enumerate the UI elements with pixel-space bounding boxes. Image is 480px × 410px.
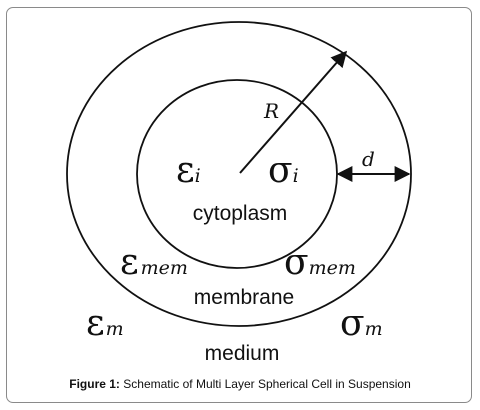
subscript-i: i bbox=[293, 165, 299, 187]
medium-permittivity-symbol: εm bbox=[86, 303, 124, 344]
membrane-conductivity-symbol: σmem bbox=[284, 242, 356, 283]
figure-frame bbox=[6, 7, 472, 403]
outer-membrane-circle bbox=[66, 21, 412, 327]
figure-caption: Figure 1: Schematic of Multi Layer Spher… bbox=[0, 377, 480, 391]
subscript-m: m bbox=[106, 318, 124, 340]
caption-text: Schematic of Multi Layer Spherical Cell … bbox=[123, 377, 411, 391]
subscript-mem: mem bbox=[141, 257, 188, 279]
subscript-m: m bbox=[365, 318, 383, 340]
subscript-i: i bbox=[195, 165, 201, 187]
medium-label: medium bbox=[205, 342, 280, 365]
subscript-mem: mem bbox=[309, 257, 356, 279]
radius-arrow bbox=[239, 50, 348, 174]
medium-conductivity-symbol: σm bbox=[340, 303, 383, 344]
epsilon-glyph: ε bbox=[120, 242, 139, 283]
radius-label: R bbox=[263, 99, 279, 123]
sigma-glyph: σ bbox=[284, 242, 309, 283]
cytoplasm-conductivity-symbol: σi bbox=[268, 150, 299, 191]
sigma-glyph: σ bbox=[268, 150, 293, 191]
cytoplasm-permittivity-symbol: εi bbox=[176, 150, 201, 191]
thickness-label: d bbox=[362, 147, 375, 171]
cytoplasm-label: cytoplasm bbox=[193, 202, 288, 225]
inner-cytoplasm-circle bbox=[136, 79, 338, 269]
sigma-glyph: σ bbox=[340, 303, 365, 344]
caption-prefix: Figure 1: bbox=[69, 377, 120, 391]
epsilon-glyph: ε bbox=[86, 303, 105, 344]
membrane-label: membrane bbox=[194, 286, 294, 309]
epsilon-glyph: ε bbox=[176, 150, 195, 191]
